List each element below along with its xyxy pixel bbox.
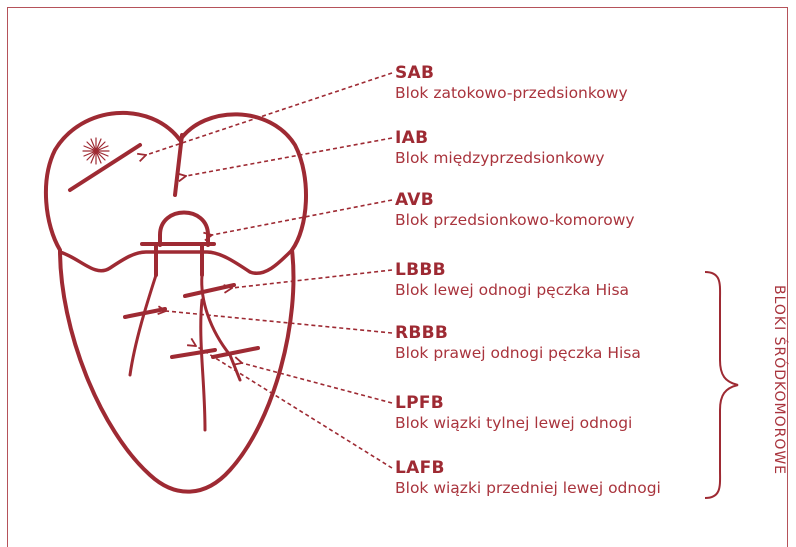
arrow-sab bbox=[146, 73, 392, 155]
intraventricular-group-label: BLOKI ŚRÓDKOMOROWE bbox=[771, 285, 787, 475]
arrow-iab bbox=[186, 138, 392, 176]
block-description: Blok zatokowo-przedsionkowy bbox=[395, 83, 628, 103]
right-bundle-branch bbox=[130, 275, 156, 375]
block-description: Blok międzyprzedsionkowy bbox=[395, 148, 605, 168]
av-divider bbox=[60, 250, 292, 273]
sab-block-line bbox=[70, 145, 140, 190]
block-code: AVB bbox=[395, 190, 635, 210]
lbbb-block-line bbox=[185, 285, 234, 296]
arrow-lpfb bbox=[242, 363, 392, 403]
label-avb: AVB Blok przedsionkowo-komorowy bbox=[395, 190, 635, 230]
block-description: Blok lewej odnogi pęczka Hisa bbox=[395, 280, 629, 300]
label-lafb: LAFB Blok wiązki przedniej lewej odnogi bbox=[395, 458, 661, 498]
block-code: LBBB bbox=[395, 260, 629, 280]
label-lbbb: LBBB Blok lewej odnogi pęczka Hisa bbox=[395, 260, 629, 300]
block-description: Blok wiązki przedniej lewej odnogi bbox=[395, 478, 661, 498]
av-node bbox=[160, 213, 208, 246]
lafb-block-line bbox=[213, 348, 258, 357]
block-code: LPFB bbox=[395, 393, 632, 413]
lpfb-block-line bbox=[172, 350, 215, 357]
label-lpfb: LPFB Blok wiązki tylnej lewej odnogi bbox=[395, 393, 632, 433]
block-description: Blok przedsionkowo-komorowy bbox=[395, 210, 635, 230]
block-code: SAB bbox=[395, 63, 628, 83]
label-rbbb: RBBB Blok prawej odnogi pęczka Hisa bbox=[395, 323, 641, 363]
block-code: LAFB bbox=[395, 458, 661, 478]
block-code: IAB bbox=[395, 128, 605, 148]
block-description: Blok prawej odnogi pęczka Hisa bbox=[395, 343, 641, 363]
block-description: Blok wiązki tylnej lewej odnogi bbox=[395, 413, 632, 433]
block-code: RBBB bbox=[395, 323, 641, 343]
arrow-lafb bbox=[196, 346, 392, 468]
label-sab: SAB Blok zatokowo-przedsionkowy bbox=[395, 63, 628, 103]
left-posterior-fascicle bbox=[201, 300, 205, 430]
group-brace bbox=[705, 272, 738, 498]
label-iab: IAB Blok międzyprzedsionkowy bbox=[395, 128, 605, 168]
sinus-node-starburst bbox=[83, 138, 109, 164]
